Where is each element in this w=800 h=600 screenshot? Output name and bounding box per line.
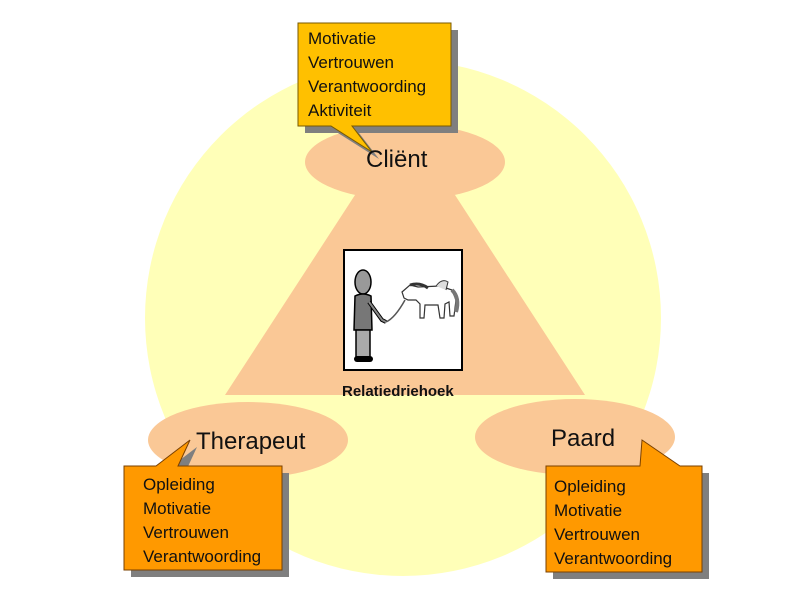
client-attribute: Vertrouwen [308,53,394,72]
therapist-ellipse [148,402,348,478]
therapist-callout [123,439,289,577]
horse-label: Paard [551,425,616,452]
therapist-attribute: Motivatie [143,499,212,518]
therapist-label: Therapeut [196,428,306,455]
horse-icon [401,280,460,319]
person-icon [353,269,387,362]
diagram-caption: Relatiedriehoek [342,383,454,400]
horse-attribute: Vertrouwen [554,525,640,544]
horse-attributes: Opleiding Motivatie Vertrouwen Verantwoo… [554,475,672,571]
horse-callout [545,439,709,579]
person-leading-horse-illustration [343,249,463,371]
client-callout [297,22,458,159]
client-attributes: Motivatie Vertrouwen Verantwoording Akti… [308,27,426,123]
horse-attribute: Verantwoording [554,549,673,568]
therapist-attributes: Opleiding Motivatie Vertrouwen Verantwoo… [143,473,261,569]
horse-attribute: Motivatie [554,501,623,520]
therapist-attribute: Vertrouwen [143,523,229,542]
client-attribute: Motivatie [308,29,377,48]
lead-rope [385,299,406,323]
horse-ellipse [475,399,675,475]
client-label: Cliënt [366,146,428,173]
horse-attribute: Opleiding [554,477,626,496]
therapist-attribute: Verantwoording [143,547,262,566]
client-attribute: Aktiviteit [308,101,372,120]
client-attribute: Verantwoording [308,77,427,96]
therapist-attribute: Opleiding [143,475,215,494]
